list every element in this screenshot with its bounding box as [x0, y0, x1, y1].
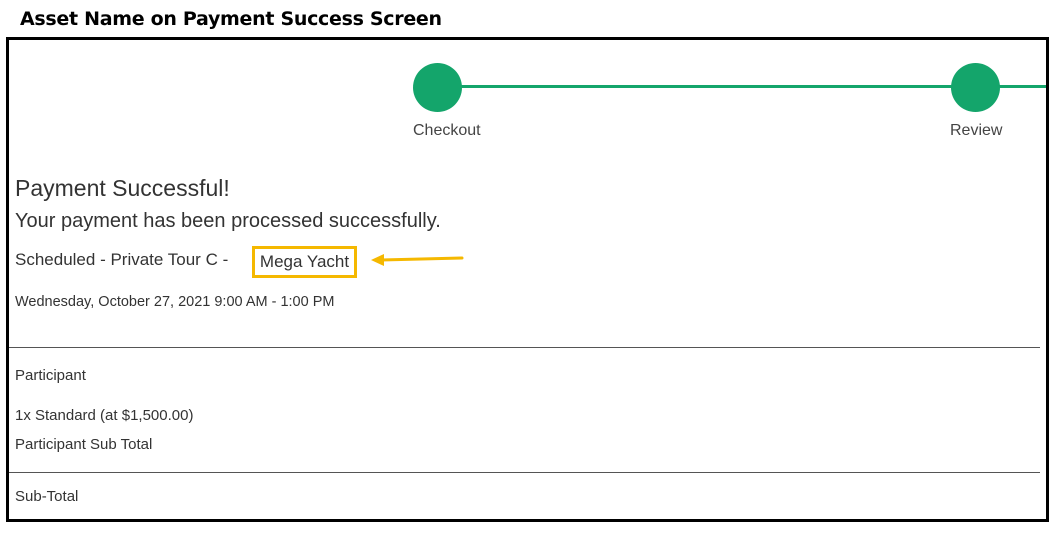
payment-success-message: Your payment has been processed successf… [15, 210, 441, 232]
subtotal-label: Sub-Total [15, 488, 79, 505]
stepper-connector-line [439, 85, 1046, 88]
payment-success-title: Payment Successful! [15, 175, 230, 201]
step-checkout-label: Checkout [413, 122, 481, 139]
screenshot-caption: Asset Name on Payment Success Screen [20, 8, 442, 30]
asset-name: Mega Yacht [259, 252, 350, 271]
section-divider [9, 347, 1040, 348]
screenshot-frame: Checkout Review Payment Successful! Your… [6, 37, 1049, 522]
scheduled-tour-text: Scheduled - Private Tour C - [15, 250, 229, 269]
line-item-standard: 1x Standard (at $1,500.00) [15, 407, 194, 424]
progress-stepper: Checkout Review [9, 40, 1046, 150]
step-checkout-dot [413, 63, 462, 112]
step-review-label: Review [950, 122, 1003, 139]
participant-heading: Participant [15, 367, 86, 384]
participant-subtotal-label: Participant Sub Total [15, 436, 153, 453]
section-divider [9, 472, 1040, 473]
asset-name-highlight: Mega Yacht [252, 246, 357, 278]
booking-datetime: Wednesday, October 27, 2021 9:00 AM - 1:… [15, 294, 335, 310]
left-arrow-icon [371, 254, 464, 266]
step-review-dot [951, 63, 1000, 112]
